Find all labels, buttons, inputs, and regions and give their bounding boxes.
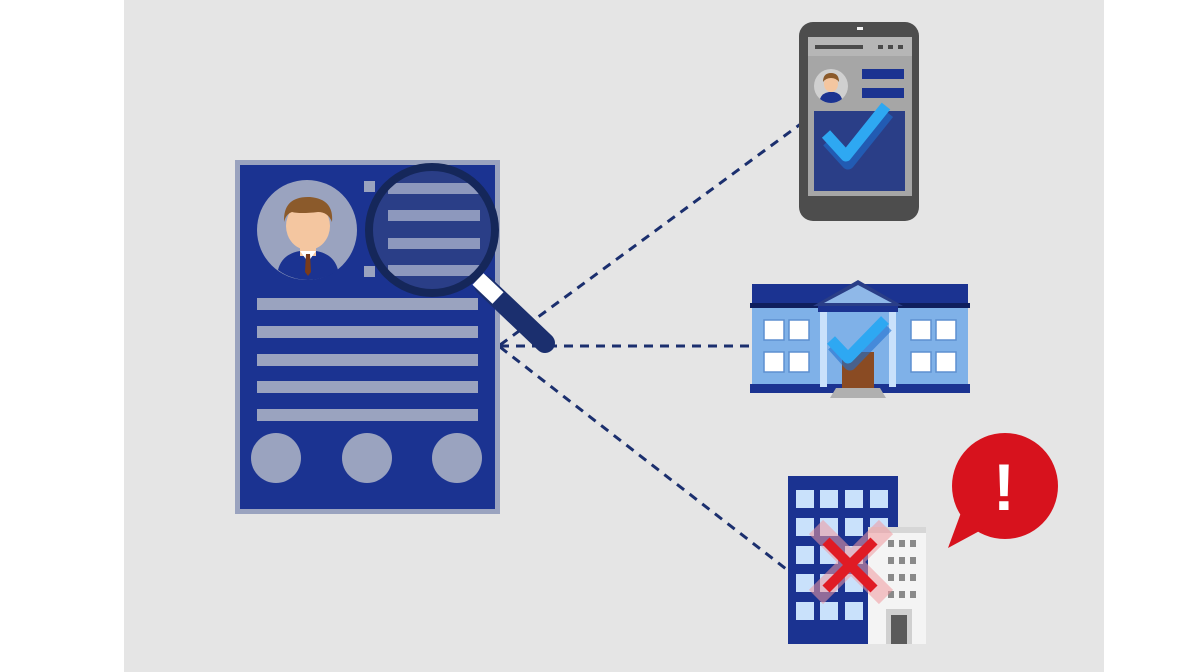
university-building-verified-icon xyxy=(750,280,970,398)
alert-speech-bubble-icon: ! xyxy=(948,433,1058,548)
connector-lines xyxy=(499,121,803,574)
resume-skill-dots xyxy=(251,433,482,483)
magnifying-glass-icon xyxy=(365,163,555,353)
alert-symbol: ! xyxy=(993,450,1015,524)
phone-checkmark-icon xyxy=(821,102,891,162)
smartphone-verified-icon xyxy=(799,22,919,221)
avatar-person-icon xyxy=(278,196,338,280)
rejected-cross-icon xyxy=(822,537,878,593)
connector-to-company xyxy=(499,345,791,574)
office-building-rejected-icon xyxy=(788,476,926,644)
resume-text-lines xyxy=(257,298,478,421)
phone-avatar-icon xyxy=(820,73,842,104)
university-checkmark-icon xyxy=(827,316,889,364)
connector-to-phone xyxy=(499,121,803,347)
